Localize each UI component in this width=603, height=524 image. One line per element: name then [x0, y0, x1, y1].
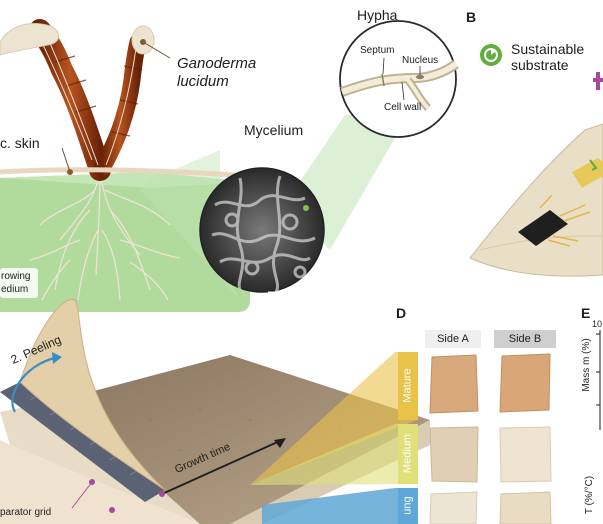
skin-leader	[61, 147, 71, 173]
side-a-header: Side A	[437, 333, 469, 345]
septum-mark	[381, 73, 385, 87]
sample-mature-b	[499, 353, 551, 413]
growing-medium-label-box	[0, 268, 38, 298]
separator-grid-label: parator grid	[0, 507, 52, 518]
skin-strip	[0, 167, 251, 179]
cap-left	[0, 23, 59, 56]
substrate-label-line2: substrate	[511, 57, 569, 73]
mycelium-label: Mycelium	[244, 122, 304, 138]
peeled-skin	[19, 298, 166, 491]
growing-medium-top	[0, 172, 250, 188]
panel-c-artwork	[0, 298, 430, 524]
growing-medium-label-line2: edium	[1, 284, 29, 295]
side-a-header-box	[425, 330, 481, 348]
sem-texture	[211, 175, 316, 293]
nucleus-mark	[416, 74, 424, 80]
fruiting-body-left	[29, 19, 111, 181]
hypha-label: Hypha	[357, 7, 398, 23]
row-band-mature	[398, 352, 418, 420]
panel-d-label: D	[396, 305, 407, 321]
side-b-header: Side B	[508, 333, 542, 345]
substrate-sheet	[469, 123, 603, 277]
plus-icon-v	[596, 72, 600, 90]
growth-time-arrow	[161, 439, 283, 495]
row-band-young	[398, 488, 418, 524]
panel-e-tick-top: 10	[592, 319, 603, 329]
sample-young-a	[429, 491, 478, 524]
substrate-label-line1: Sustainable	[511, 41, 585, 57]
peeling-arrow	[11, 356, 56, 413]
row-label-young: ung	[401, 496, 414, 515]
panel-b-label: B	[466, 9, 477, 25]
species-label-line1: Ganoderma	[177, 55, 257, 72]
sample-mature-a	[429, 354, 479, 414]
panel-b-artwork	[469, 44, 603, 277]
sample-young-b	[499, 491, 552, 524]
beam-medium	[250, 424, 417, 485]
fruiting-body-right	[93, 33, 147, 177]
row-band-medium	[398, 424, 418, 484]
row-label-medium: Medium	[401, 433, 414, 474]
sample-medium-a	[429, 426, 479, 483]
panel-e-ylabel-mass: Mass m (%)	[581, 338, 592, 392]
nucleus-label: Nucleus	[402, 55, 439, 66]
septum-label: Septum	[360, 45, 395, 56]
side-b-header-box	[494, 330, 556, 348]
species-label-line2: lucidum	[177, 73, 229, 90]
panel-d-artwork	[398, 330, 556, 524]
row-label-mature: Mature	[401, 368, 414, 403]
beam-young	[262, 488, 417, 524]
growing-medium-label-line1: rowing	[1, 271, 31, 282]
panel-e-label: E	[581, 305, 591, 321]
sample-medium-b	[499, 426, 552, 483]
panel-e-ylabel-t: T (%/°C)	[584, 475, 595, 515]
ganoderma-leader	[142, 41, 171, 59]
panel-e-artwork	[596, 330, 601, 430]
hypha-tube-inner	[340, 61, 458, 95]
skin-label: c. skin	[0, 135, 40, 151]
chip-component	[518, 210, 568, 246]
panel-a-artwork	[0, 19, 459, 312]
cell-wall-label: Cell wall	[384, 102, 422, 113]
separator-grid	[0, 382, 165, 502]
beam-mature	[250, 352, 417, 485]
